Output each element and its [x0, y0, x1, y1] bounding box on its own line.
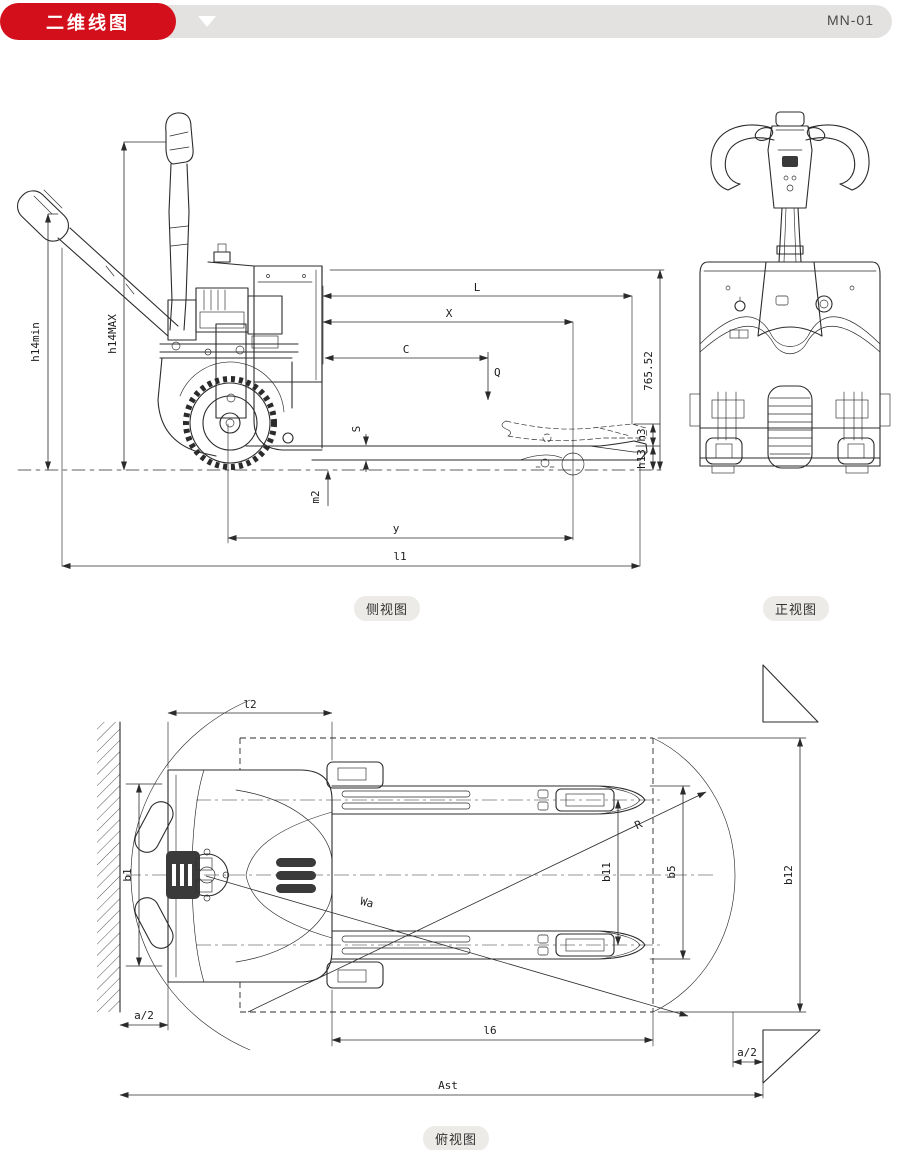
dim-s: S: [350, 426, 363, 433]
dim-ast: Ast: [438, 1079, 458, 1092]
caption-front-view: 正视图: [763, 596, 830, 621]
dim-b1: b1: [121, 868, 134, 881]
dim-C: C: [403, 343, 410, 356]
caption-top-view: 俯视图: [423, 1126, 490, 1150]
dim-a2-right: a/2: [737, 1046, 757, 1059]
dim-l1: l1: [393, 550, 406, 563]
model-number: MN-01: [826, 12, 874, 28]
header-bar: [152, 5, 892, 38]
dim-L: L: [474, 281, 481, 294]
dim-h14max: h14MAX: [106, 314, 119, 354]
corner-hatch-bottom: [762, 1029, 821, 1084]
dim-r: R: [633, 817, 645, 832]
dim-a2-left: a/2: [134, 1009, 154, 1022]
dim-l6: l6: [483, 1024, 496, 1037]
side-view-drawing: h14min h14MAX L X C Q 765.52 h3 h13 S m2: [16, 112, 667, 784]
dim-b5: b5: [665, 865, 678, 878]
dim-wa: Wa: [359, 895, 375, 911]
dim-y: y: [393, 522, 400, 535]
dim-total-height: 765.52: [642, 351, 655, 391]
chevron-down-icon: [198, 16, 216, 27]
dim-h13: h13: [635, 449, 648, 469]
dim-X: X: [446, 307, 453, 320]
page-title: 二维线图: [46, 12, 130, 33]
dim-m2: m2: [309, 490, 322, 503]
header-ribbon: 二维线图: [0, 3, 176, 40]
dim-b12: b12: [782, 865, 795, 885]
wall-hatch: [97, 722, 120, 1012]
dim-b11: b11: [600, 862, 613, 882]
dim-l2: l2: [243, 698, 256, 711]
caption-side-view: 侧视图: [354, 596, 421, 621]
front-view-drawing: [689, 111, 891, 474]
top-view-drawing: l2 b1 a/2 Wa R b11 b5 b12 l6 a/2 Ast: [97, 664, 821, 1099]
dim-h14min: h14min: [29, 322, 42, 362]
corner-hatch-top: [762, 664, 819, 723]
dim-h3: h3: [635, 428, 648, 441]
dim-Q: Q: [494, 366, 501, 379]
